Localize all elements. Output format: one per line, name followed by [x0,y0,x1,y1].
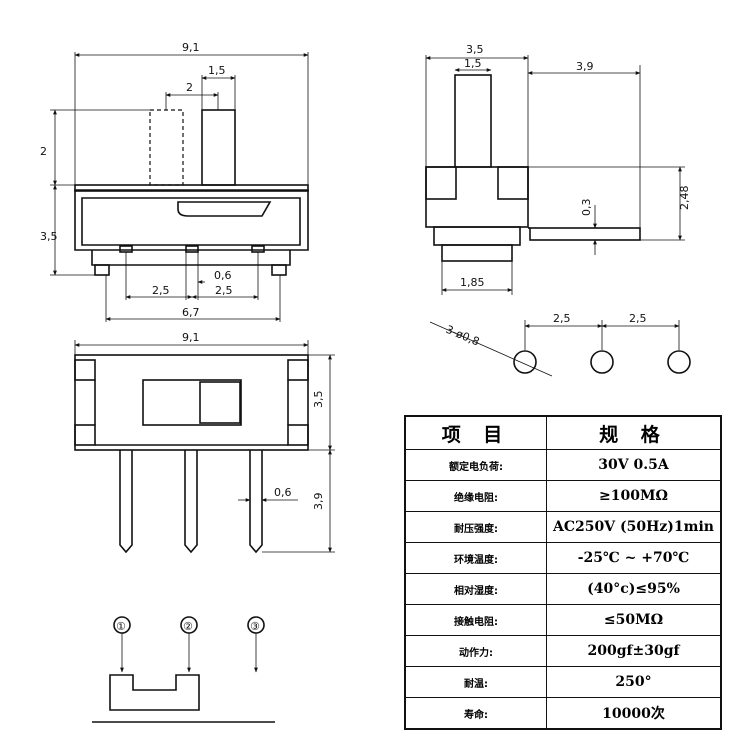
spec-row: 接触电阻:≤50MΩ [404,604,722,636]
dim-hole-pitch-a: 2,5 [553,312,571,325]
dim-side-3-5: 3,5 [466,43,484,56]
spec-row: 寿命:10000次 [404,697,722,730]
dim-side-1-5: 1,5 [464,57,482,70]
dim-2-5-a: 2,5 [152,284,170,297]
spec-label: 耐压强度: [404,511,547,543]
spec-label: 绝缘电阻: [404,480,547,512]
pin-3-label: ③ [250,620,260,633]
dim-2-top: 2 [186,81,193,94]
dim-0-6-bottom: 0,6 [214,269,232,282]
spec-row: 耐温:250° [404,666,722,698]
spec-row: 环境温度:-25℃ ~ +70℃ [404,542,722,574]
spec-row: 动作力:200gf±30gf [404,635,722,667]
spec-value: ≥100MΩ [546,480,722,512]
side-view: 9,1 1,5 2 2 3,5 0,6 2,5 2,5 6,7 [40,41,309,322]
pcb-hole-layout: 3-ø0,8 2,5 2,5 [429,312,691,377]
dim-1-5: 1,5 [208,64,226,77]
dim-front-3-5: 3,5 [312,391,325,409]
front-view: 9,1 3,5 3,9 0,6 [74,331,335,554]
spec-label: 接触电阻: [404,604,547,636]
dim-hole-dia: 3-ø0,8 [444,323,481,349]
dim-front-width: 9,1 [182,331,200,344]
spec-label: 相对湿度: [404,573,547,605]
spec-row: 相对湿度:(40°c)≤95% [404,573,722,605]
dim-hole-pitch-b: 2,5 [629,312,647,325]
dim-side-3-9: 3,9 [576,60,594,73]
header-spec: 规 格 [546,415,722,450]
circuit-schematic: ① ② ③ [92,616,275,723]
spec-label: 环境温度: [404,542,547,574]
spec-value: -25℃ ~ +70℃ [546,542,722,574]
spec-value: 30V 0.5A [546,449,722,481]
dim-side-0-3: 0,3 [580,199,593,217]
spec-label: 耐温: [404,666,547,698]
pin-2-label: ② [183,620,193,633]
header-item: 项 目 [404,415,547,450]
spec-value: ≤50MΩ [546,604,722,636]
dim-2-left: 2 [40,145,47,158]
dim-front-3-9: 3,9 [312,493,325,511]
dim-side-2-48: 2,48 [678,186,691,211]
spec-value: 200gf±30gf [546,635,722,667]
spec-label: 动作力: [404,635,547,667]
spec-value: 10000次 [546,697,722,730]
spec-table-header: 项 目 规 格 [404,415,722,450]
spec-value: 250° [546,666,722,698]
spec-value: AC250V (50Hz)1min [546,511,722,543]
dim-3-5-left: 3,5 [40,230,58,243]
spec-value: (40°c)≤95% [546,573,722,605]
spec-row: 额定电负荷:30V 0.5A [404,449,722,481]
dim-front-0-6: 0,6 [274,486,292,499]
end-view: 3,5 1,5 3,9 2,48 0,3 1,85 [425,43,691,295]
spec-table: 项 目 规 格 额定电负荷:30V 0.5A 绝缘电阻:≥100MΩ 耐压强度:… [404,415,722,730]
spec-label: 寿命: [404,697,547,730]
dim-6-7: 6,7 [182,306,200,319]
spec-row: 绝缘电阻:≥100MΩ [404,480,722,512]
spec-row: 耐压强度:AC250V (50Hz)1min [404,511,722,543]
spec-label: 额定电负荷: [404,449,547,481]
dim-2-5-b: 2,5 [215,284,233,297]
pin-1-label: ① [116,620,126,633]
dim-side-1-85: 1,85 [460,276,485,289]
dim-top-width: 9,1 [182,41,200,54]
